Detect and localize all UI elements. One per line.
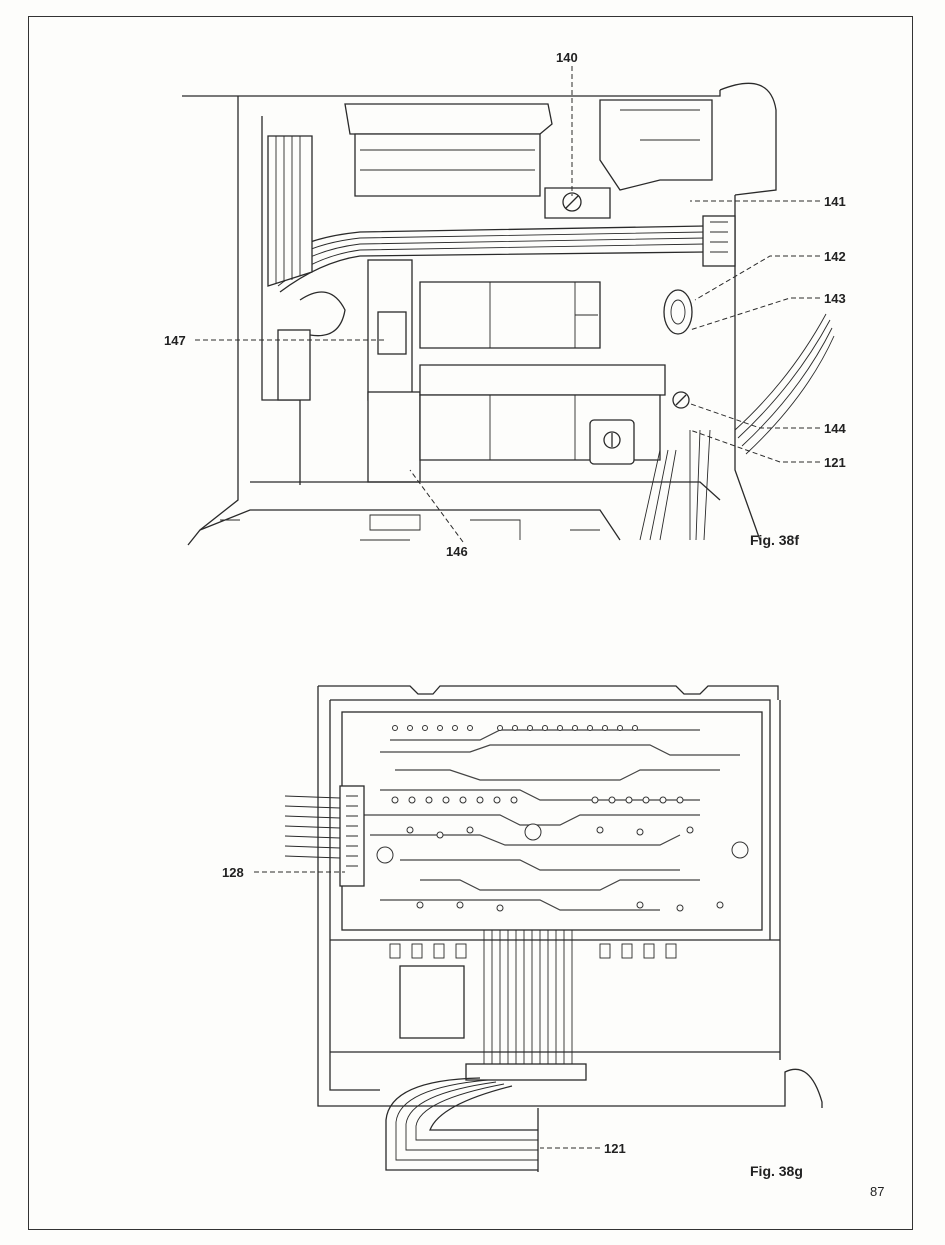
figure-38f-leaders xyxy=(195,66,820,543)
pcb-pads xyxy=(391,725,724,912)
figure-38g-drawing xyxy=(284,685,823,1172)
page-number: 87 xyxy=(870,1184,884,1199)
callout-140: 140 xyxy=(556,50,578,65)
figure-38g-leaders xyxy=(254,871,600,1149)
callout-147: 147 xyxy=(164,333,186,348)
callout-121-top: 121 xyxy=(824,455,846,470)
page-border xyxy=(28,16,913,1230)
callout-121-bottom: 121 xyxy=(604,1141,626,1156)
callout-143: 143 xyxy=(824,291,846,306)
figure-caption-38g: Fig. 38g xyxy=(750,1163,803,1179)
callout-128: 128 xyxy=(222,865,244,880)
callout-141: 141 xyxy=(824,194,846,209)
callout-146: 146 xyxy=(446,544,468,559)
figure-caption-38f: Fig. 38f xyxy=(750,532,799,548)
callout-144: 144 xyxy=(824,421,846,436)
callout-142: 142 xyxy=(824,249,846,264)
figure-38f-drawing xyxy=(182,82,835,546)
